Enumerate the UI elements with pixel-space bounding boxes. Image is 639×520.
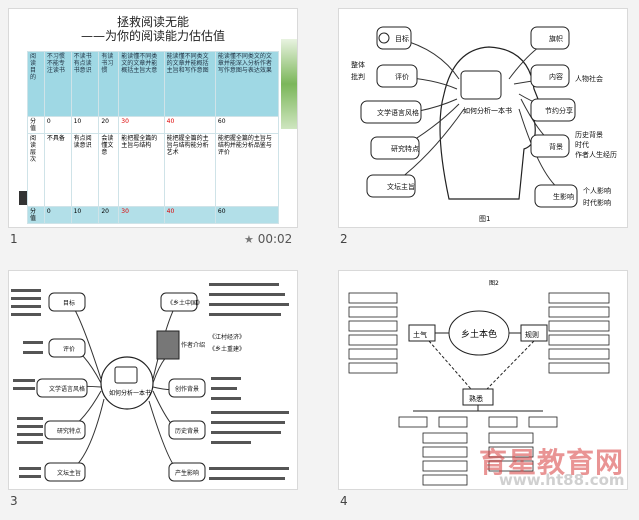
- table-cell: 能把握全篇的主旨与结构并能分析品鉴与评价: [214, 133, 280, 207]
- mindmap-leaf: 批判: [351, 72, 365, 81]
- mindmap-leaf: 人物社会: [575, 74, 603, 83]
- book-icon: [114, 366, 138, 384]
- mindmap-diagram-2: 如何分析一本书 目标 评价 整体 批判 文学语言风格 研究特点 文: [351, 26, 617, 223]
- table-cell: 能读懂不同类文的文章并能概括主旨大意: [118, 51, 165, 117]
- mindmap-center: 如何分析一本书: [109, 389, 151, 397]
- mindmap-leaf: 作者人生经历: [575, 150, 617, 159]
- mindmap-node-content: 内容: [549, 72, 563, 81]
- watermark-url: www.ht88.com: [499, 471, 625, 489]
- table-row: 阅读目的 不习惯不能专注读书 不读书有点读书意识 有读书习惯 能读懂不同类文的文…: [27, 51, 280, 117]
- table-cell: 有点阅读意识: [70, 133, 100, 207]
- table-row: 分值 0 10 20 30 40 60: [27, 206, 280, 224]
- mindmap-node-style: 文学语言风格: [49, 385, 85, 393]
- slide-cell-4[interactable]: 图2 乡土本色 土气 规则 熟悉 育星教育网 www.ht8: [338, 270, 638, 510]
- slide-number-4: 4: [340, 494, 348, 508]
- mindmap-node-background: 背景: [549, 142, 563, 151]
- mindmap-node-theme: 文坛主旨: [387, 182, 415, 191]
- lightbulb-icon: [378, 32, 390, 44]
- mindmap-node-features: 研究特点: [57, 427, 81, 435]
- watermark-logo: 育星教育网: [479, 446, 625, 479]
- slide1-subtitle: ——为你的阅读能力估估值: [80, 29, 225, 43]
- slide-timing-value: 00:02: [257, 232, 293, 246]
- mindmap-leaf: 历史背景: [575, 130, 603, 139]
- table-cell: 10: [70, 116, 100, 134]
- table-cell: 60: [214, 116, 280, 134]
- mindmap-leaf: 时代影响: [583, 198, 611, 207]
- slide-number-3: 3: [10, 494, 18, 508]
- mindmap-node-flag: 旗帜: [549, 34, 563, 43]
- table-row: 阅读层次 不具备 有点阅读意识 会读懂文意 能把握全篇的主旨与结构 能把握全篇的…: [27, 133, 280, 207]
- table-cell: 能把握全篇的主旨与结构能分析艺术: [163, 133, 216, 207]
- animation-star-icon: ★: [244, 233, 254, 246]
- mindmap-node-creation: 创作背景: [175, 385, 199, 393]
- figure-caption: 图1: [479, 215, 490, 223]
- mindmap-node-theme: 文坛主旨: [57, 469, 81, 477]
- mindmap-node-save: 节约分享: [545, 106, 573, 115]
- mindmap-node-book: 《乡土中国》: [167, 299, 203, 307]
- table-cell: 分值: [27, 116, 45, 134]
- table-cell: 会读懂文意: [98, 133, 120, 207]
- table-cell: 能读懂不同类文的文章并能深入分析作者写作意图与表达效果: [214, 51, 280, 117]
- slide1-decoration-bar: [19, 191, 27, 205]
- table-cell: 不具备: [43, 133, 72, 207]
- table-cell: 40: [163, 206, 216, 224]
- mindmap-node-target: 目标: [63, 299, 75, 307]
- table-cell: 30: [118, 206, 165, 224]
- table-cell: 20: [98, 206, 120, 224]
- diagram-node-left: 土气: [413, 330, 427, 339]
- slide-timing: ★ 00:02: [244, 232, 292, 246]
- mindmap-leaf: 《乡土重建》: [209, 345, 245, 353]
- table-cell: 分值: [27, 206, 45, 224]
- mindmap-node-target: 目标: [395, 34, 409, 43]
- mindmap-leaf: 个人影响: [583, 186, 611, 195]
- diagram-node-bottom: 熟悉: [469, 394, 483, 403]
- slide-number-1: 1: [10, 232, 18, 246]
- table-cell: 不习惯不能专注读书: [43, 51, 72, 117]
- figure-caption: 图2: [489, 280, 499, 287]
- mindmap-node-features: 研究特点: [391, 144, 419, 153]
- author-portrait: [156, 330, 180, 360]
- mindmap-diagram-3: 如何分析一本书 目标 评价 文学语言风格 研究特点 文坛主旨: [11, 283, 289, 482]
- mindmap-node-history: 历史背景: [175, 427, 199, 435]
- slide-thumbnail-3[interactable]: 如何分析一本书 目标 评价 文学语言风格 研究特点 文坛主旨: [8, 270, 298, 490]
- slide1-table: 阅读目的 不习惯不能专注读书 不读书有点读书意识 有读书习惯 能读懂不同类文的文…: [27, 51, 280, 224]
- table-cell: 有读书习惯: [98, 51, 120, 117]
- table-cell: 20: [98, 116, 120, 134]
- table-cell: 40: [163, 116, 216, 134]
- table-row: 分值 0 10 20 30 40 60: [27, 116, 280, 134]
- slide-cell-1[interactable]: 拯救阅读无能 ——为你的阅读能力估估值 阅读目的 不习惯不能专注读书 不读书有点…: [8, 8, 308, 248]
- table-cell: 10: [70, 206, 100, 224]
- mindmap-node-author: 作者介绍: [181, 341, 205, 349]
- mindmap-node-influence: 生影响: [553, 192, 574, 201]
- table-cell: 能把握全篇的主旨与结构: [118, 133, 165, 207]
- slide-thumbnail-4[interactable]: 图2 乡土本色 土气 规则 熟悉 育星教育网 www.ht8: [338, 270, 628, 490]
- table-cell: 阅读目的: [27, 51, 45, 117]
- slide1-decoration: [281, 39, 297, 129]
- table-cell: 阅读层次: [27, 133, 45, 207]
- diagram-node-right: 规则: [525, 330, 539, 339]
- table-cell: 0: [43, 206, 72, 224]
- mindmap-leaf: 时代: [575, 140, 589, 149]
- mindmap-leaf: 《江村经济》: [209, 333, 245, 341]
- table-cell: 能读懂不同类文的文章并能概括主旨和写作意图: [163, 51, 216, 117]
- mindmap-node-style: 文学语言风格: [377, 108, 419, 117]
- slide1-title: 拯救阅读无能: [116, 15, 189, 29]
- mindmap-node-evaluate: 评价: [63, 345, 75, 353]
- mindmap-node-influence: 产生影响: [175, 469, 199, 477]
- slide-number-2: 2: [340, 232, 348, 246]
- concept-diagram-4: 图2 乡土本色 土气 规则 熟悉: [348, 280, 610, 486]
- slide-thumbnail-1[interactable]: 拯救阅读无能 ——为你的阅读能力估估值 阅读目的 不习惯不能专注读书 不读书有点…: [8, 8, 298, 228]
- table-cell: 30: [118, 116, 165, 134]
- mindmap-leaf: 整体: [351, 60, 365, 69]
- slide-cell-2[interactable]: 如何分析一本书 目标 评价 整体 批判 文学语言风格 研究特点 文: [338, 8, 638, 248]
- diagram-center: 乡土本色: [461, 328, 497, 340]
- table-cell: 不读书有点读书意识: [70, 51, 100, 117]
- slide-thumbnail-2[interactable]: 如何分析一本书 目标 评价 整体 批判 文学语言风格 研究特点 文: [338, 8, 628, 228]
- mindmap-center: 如何分析一本书: [463, 106, 512, 115]
- book-icon: [460, 70, 502, 100]
- mindmap-node-evaluate: 评价: [395, 73, 409, 81]
- slide-cell-3[interactable]: 如何分析一本书 目标 评价 文学语言风格 研究特点 文坛主旨: [8, 270, 308, 510]
- table-cell: 60: [214, 206, 280, 224]
- table-cell: 0: [43, 116, 72, 134]
